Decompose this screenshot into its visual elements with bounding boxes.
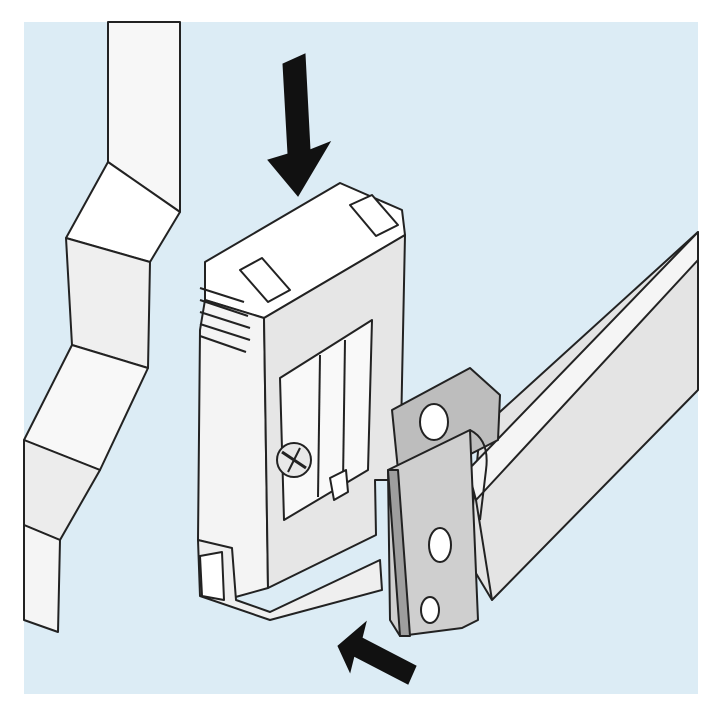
grip-ribs (199, 287, 251, 353)
metal-bracket (387, 367, 501, 637)
screw (276, 442, 312, 478)
device-body (197, 182, 406, 621)
duct-pipe (23, 21, 181, 633)
down-arrow-icon (267, 53, 332, 197)
up-right-arrow-icon (337, 620, 417, 685)
support-arm (467, 231, 699, 601)
